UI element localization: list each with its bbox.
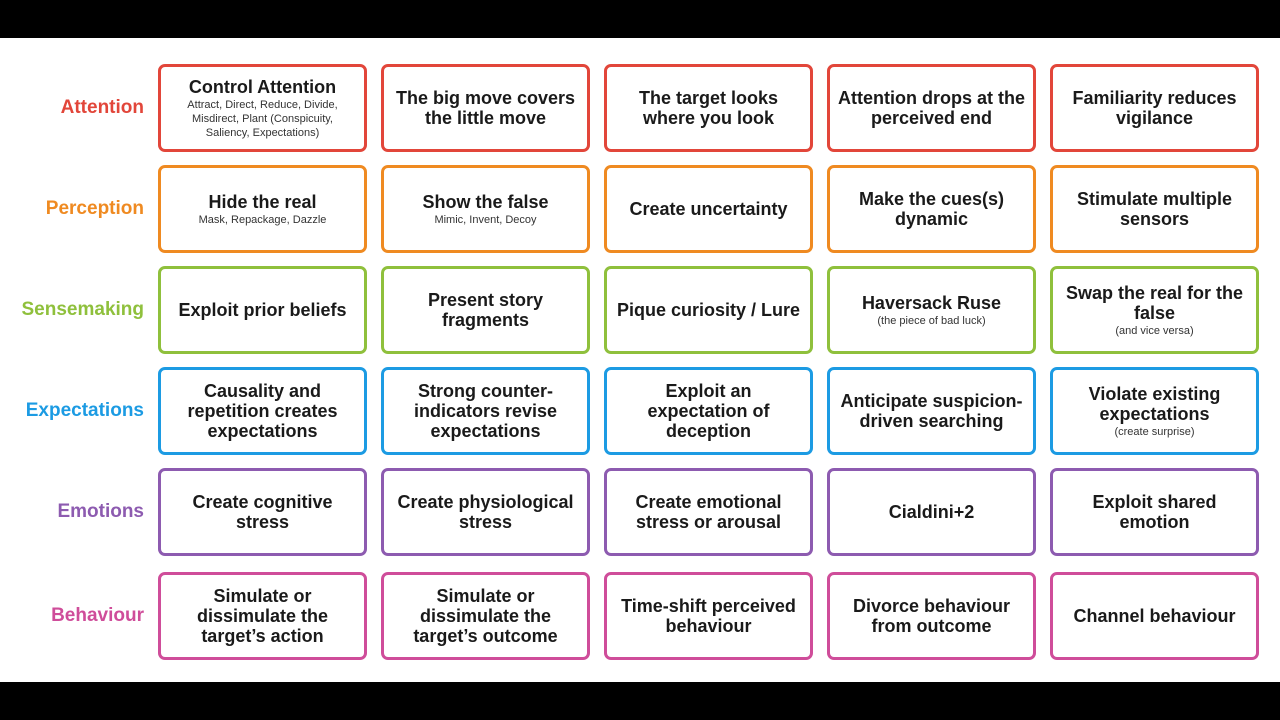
card-title: Swap the real for the false — [1065, 282, 1244, 323]
technique-card: Attention drops at the perceived end — [827, 64, 1036, 152]
card-title: Exploit an expectation of deception — [647, 381, 770, 441]
card-title: Divorce behaviour from outcome — [852, 596, 1011, 636]
card-title: Simulate or dissimulate the target’s act… — [196, 586, 329, 646]
technique-card: The target looks where you look — [604, 64, 813, 152]
technique-card: Present story fragments — [381, 266, 590, 354]
row-label: Emotions — [57, 501, 144, 522]
row-label: Perception — [45, 198, 144, 219]
row-label: Sensemaking — [21, 299, 145, 320]
card-title: Make the cues(s) dynamic — [858, 189, 1005, 229]
technique-card: Cialdini+2 — [827, 468, 1036, 556]
card-title: Familiarity reduces vigilance — [1072, 88, 1237, 128]
card-title: Stimulate multiple sensors — [1076, 189, 1233, 229]
technique-card: Swap the real for the false(and vice ver… — [1050, 266, 1259, 354]
card-title: Hide the real — [208, 191, 317, 212]
technique-card: Stimulate multiple sensors — [1050, 165, 1259, 253]
card-subtitle: (the piece of bad luck) — [877, 314, 986, 327]
card-title: Causality and repetition creates expecta… — [187, 381, 338, 441]
technique-card: Create emotional stress or arousal — [604, 468, 813, 556]
technique-card: Violate existing expectations(create sur… — [1050, 367, 1259, 455]
technique-card: Create physiological stress — [381, 468, 590, 556]
technique-card: Divorce behaviour from outcome — [827, 572, 1036, 660]
card-title: Create uncertainty — [629, 199, 788, 219]
card-title: Create cognitive stress — [192, 492, 333, 532]
card-title: Control Attention — [188, 76, 337, 97]
technique-card: Haversack Ruse(the piece of bad luck) — [827, 266, 1036, 354]
card-title: Violate existing expectations — [1088, 383, 1221, 424]
card-subtitle: Mimic, Invent, Decoy — [434, 213, 537, 226]
card-title: Present story fragments — [427, 290, 544, 330]
card-title: Anticipate suspicion-driven searching — [840, 391, 1023, 431]
technique-card: Anticipate suspicion-driven searching — [827, 367, 1036, 455]
technique-card: Create cognitive stress — [158, 468, 367, 556]
card-title: Simulate or dissimulate the target’s out… — [413, 586, 558, 646]
card-title: Pique curiosity / Lure — [616, 300, 801, 320]
row-behaviour: Behaviour Simulate or dissimulate the tar… — [0, 572, 1280, 660]
card-title: The big move covers the little move — [395, 88, 576, 128]
card-title: Exploit shared emotion — [1092, 492, 1217, 532]
technique-card: Strong counter-indicators revise expecta… — [381, 367, 590, 455]
card-title: Cialdini+2 — [888, 502, 975, 522]
card-title: Create emotional stress or arousal — [635, 492, 782, 532]
technique-card: Create uncertainty — [604, 165, 813, 253]
technique-card: Causality and repetition creates expecta… — [158, 367, 367, 455]
row-label: Behaviour — [51, 605, 144, 626]
card-subtitle: Mask, Repackage, Dazzle — [198, 213, 327, 226]
technique-card: Simulate or dissimulate the target’s out… — [381, 572, 590, 660]
row-label: Expectations — [25, 400, 144, 421]
card-title: Strong counter-indicators revise expecta… — [413, 381, 558, 441]
card-title: The target looks where you look — [638, 88, 779, 128]
row-emotions: Emotions Create cognitive stress Create ph… — [0, 468, 1280, 556]
card-subtitle: (create surprise) — [1114, 425, 1195, 438]
card-subtitle: (and vice versa) — [1115, 324, 1194, 337]
row-sensemaking: Sensemaking Exploit prior beliefs Present … — [0, 266, 1280, 354]
technique-card: Simulate or dissimulate the target’s act… — [158, 572, 367, 660]
card-title: Exploit prior beliefs — [178, 300, 347, 320]
card-title: Attention drops at the perceived end — [838, 88, 1025, 128]
row-expectations: Expectations Causality and repetition cre… — [0, 367, 1280, 455]
row-label: Attention — [60, 97, 144, 118]
technique-card: Exploit an expectation of deception — [604, 367, 813, 455]
card-title: Haversack Ruse — [861, 292, 1002, 313]
technique-card: Familiarity reduces vigilance — [1050, 64, 1259, 152]
technique-card: Time-shift perceived behaviour — [604, 572, 813, 660]
card-title: Show the false — [422, 191, 549, 212]
technique-card: Exploit prior beliefs — [158, 266, 367, 354]
technique-card: The big move covers the little move — [381, 64, 590, 152]
card-subtitle: Attract, Direct, Reduce, Divide, Misdire… — [187, 98, 338, 139]
technique-card: Make the cues(s) dynamic — [827, 165, 1036, 253]
card-title: Create physiological stress — [397, 492, 574, 532]
card-title: Time-shift perceived behaviour — [621, 596, 796, 636]
technique-card: Exploit shared emotion — [1050, 468, 1259, 556]
technique-card: Pique curiosity / Lure — [604, 266, 813, 354]
technique-card: Channel behaviour — [1050, 572, 1259, 660]
card-title: Channel behaviour — [1073, 606, 1236, 626]
